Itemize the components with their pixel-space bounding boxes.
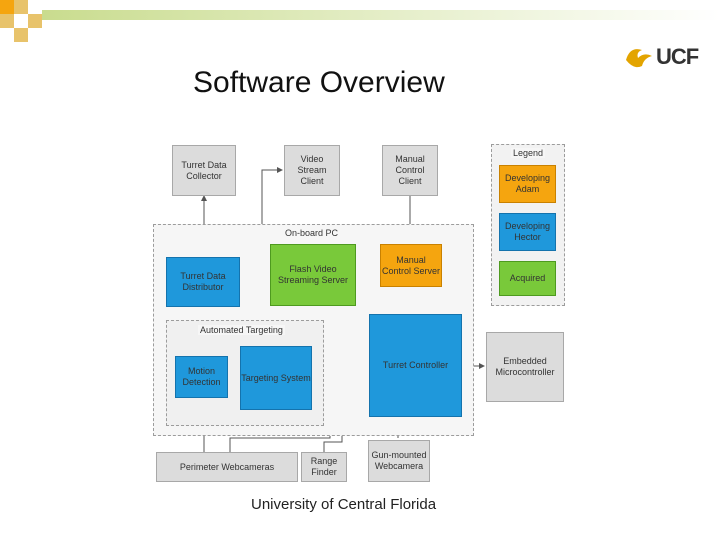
onboard-pc-label: On-board PC	[283, 228, 341, 238]
targeting-system-box: Targeting System	[240, 346, 312, 410]
range-finder-box: Range Finder	[301, 452, 347, 482]
manual-control-client-box: Manual Control Client	[382, 145, 438, 196]
legend-developing-adam: Developing Adam	[499, 165, 556, 203]
embedded-microcontroller-box: Embedded Microcontroller	[486, 332, 564, 402]
ucf-logo	[626, 49, 652, 68]
corner-decoration	[0, 0, 720, 42]
slide-title: Software Overview	[193, 66, 445, 99]
turret-data-distributor-box: Turret Data Distributor	[166, 257, 240, 307]
flash-video-streaming-server-box: Flash Video Streaming Server	[270, 244, 356, 306]
manual-control-server-box: Manual Control Server	[380, 244, 442, 287]
slide-footer: University of Central Florida	[251, 496, 437, 513]
motion-detection-box: Motion Detection	[175, 356, 228, 398]
ucf-logo-text: UCF	[656, 44, 699, 69]
legend-developing-hector: Developing Hector	[499, 213, 556, 251]
turret-controller-box: Turret Controller	[369, 314, 462, 417]
perimeter-webcameras-box: Perimeter Webcameras	[156, 452, 298, 482]
legend-label: Legend	[511, 148, 546, 158]
automated-targeting-label: Automated Targeting	[198, 325, 285, 335]
gun-mounted-webcamera-box: Gun-mounted Webcamera	[368, 440, 430, 482]
turret-data-collector-box: Turret Data Collector	[172, 145, 236, 196]
legend-acquired: Acquired	[499, 261, 556, 296]
video-stream-client-box: Video Stream Client	[284, 145, 340, 196]
